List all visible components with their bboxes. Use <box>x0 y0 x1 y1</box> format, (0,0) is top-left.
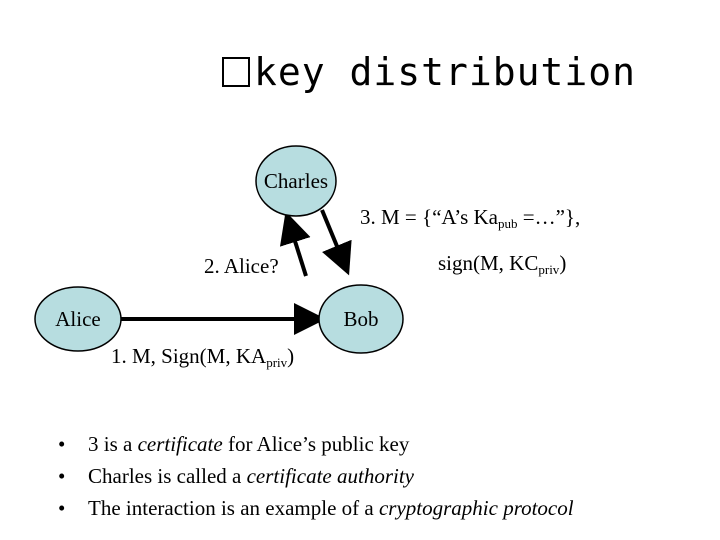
node-bob <box>318 284 404 354</box>
node-charles <box>255 145 337 217</box>
message-3-line2: sign(M, KCpriv) <box>438 251 567 277</box>
bullet-item: •3 is a certificate for Alice’s public k… <box>58 428 574 460</box>
node-alice <box>34 286 122 352</box>
message-3-line1: 3. M = {“A’s Kapub =…”}, <box>360 205 581 231</box>
bullet-dot-icon: • <box>58 496 66 520</box>
node-alice-label: Alice <box>55 307 100 331</box>
slide-title-text: key distribution <box>254 50 637 94</box>
node-charles-label: Charles <box>264 169 328 193</box>
arrow-charles-to-bob <box>320 209 352 276</box>
bullet-dot-icon: • <box>58 432 66 456</box>
message-1: 1. M, Sign(M, KApriv) <box>111 344 295 370</box>
bullet-list: •3 is a certificate for Alice’s public k… <box>58 428 574 524</box>
message-2: 2. Alice? <box>204 254 279 278</box>
bullet-item: •Charles is called a certificate authori… <box>58 460 574 492</box>
bullet-dot-icon: • <box>58 464 66 488</box>
missing-glyph-icon <box>222 57 250 87</box>
node-bob-label: Bob <box>343 307 378 331</box>
slide-title: key distribution <box>222 50 636 94</box>
arrow-bob-to-charles <box>279 211 311 277</box>
bullet-item: •The interaction is an example of a cryp… <box>58 492 574 524</box>
